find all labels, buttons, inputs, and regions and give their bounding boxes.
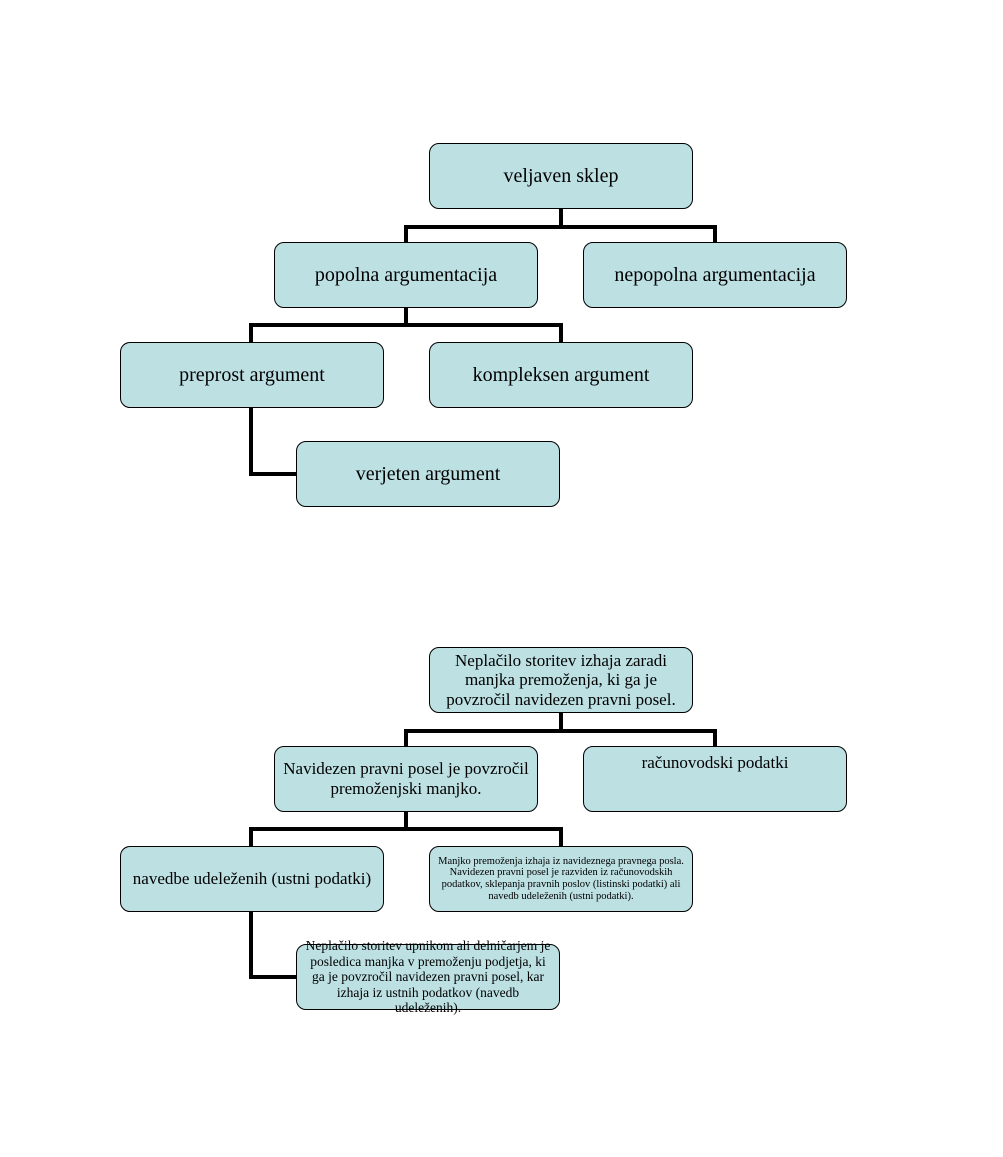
node-incomplete-argumentation: nepopolna argumentacija	[583, 242, 847, 308]
node-valid-conclusion: veljaven sklep	[429, 143, 693, 209]
node-complex-argument: kompleksen argument	[429, 342, 693, 408]
node-label: veljaven sklep	[503, 164, 619, 187]
connector-full-children	[249, 308, 563, 342]
diagram-1-connectors	[249, 209, 717, 476]
node-accounting-data: računovodski podatki	[583, 746, 847, 812]
connector-root-children	[404, 713, 717, 746]
node-label: Manjko premoženja izhaja iz navideznega …	[438, 855, 684, 902]
node-root-claim: Neplačilo storitev izhaja zaradi manjka …	[429, 647, 693, 713]
node-fictitious-transaction: Navidezen pravni posel je povzročil prem…	[274, 746, 538, 812]
node-oral-statements: navedbe udeleženih (ustni podatki)	[120, 846, 384, 912]
node-nonpayment-consequence: Neplačilo storitev upnikom ali delničarj…	[296, 938, 560, 1015]
connector-simple-probable	[249, 408, 296, 476]
node-label: preprost argument	[179, 363, 325, 386]
diagram-2-connectors	[249, 713, 717, 979]
node-label: Navidezen pravni posel je povzročil prem…	[283, 759, 529, 798]
connector-full-children	[249, 812, 563, 846]
argumentation-diagram-1: veljaven sklep popolna argumentacija nep…	[0, 0, 1003, 560]
node-label: popolna argumentacija	[314, 263, 498, 286]
node-label: nepopolna argumentacija	[614, 263, 816, 286]
node-probable-argument: verjeten argument	[296, 441, 560, 507]
node-label: računovodski podatki	[641, 753, 789, 772]
node-label: verjeten argument	[355, 462, 501, 485]
node-asset-shortfall-explanation: Manjko premoženja izhaja iz navideznega …	[429, 846, 693, 912]
connector-simple-probable	[249, 912, 296, 979]
argumentation-diagram-2: Neplačilo storitev izhaja zaradi manjka …	[0, 560, 1003, 1157]
node-complete-argumentation: popolna argumentacija	[274, 242, 538, 308]
node-label: navedbe udeleženih (ustni podatki)	[132, 869, 372, 889]
node-label: Neplačilo storitev izhaja zaradi manjka …	[446, 650, 676, 709]
node-label: Neplačilo storitev upnikom ali delničarj…	[305, 938, 551, 1016]
node-label: kompleksen argument	[472, 363, 650, 386]
connector-root-children	[404, 209, 717, 242]
node-simple-argument: preprost argument	[120, 342, 384, 408]
